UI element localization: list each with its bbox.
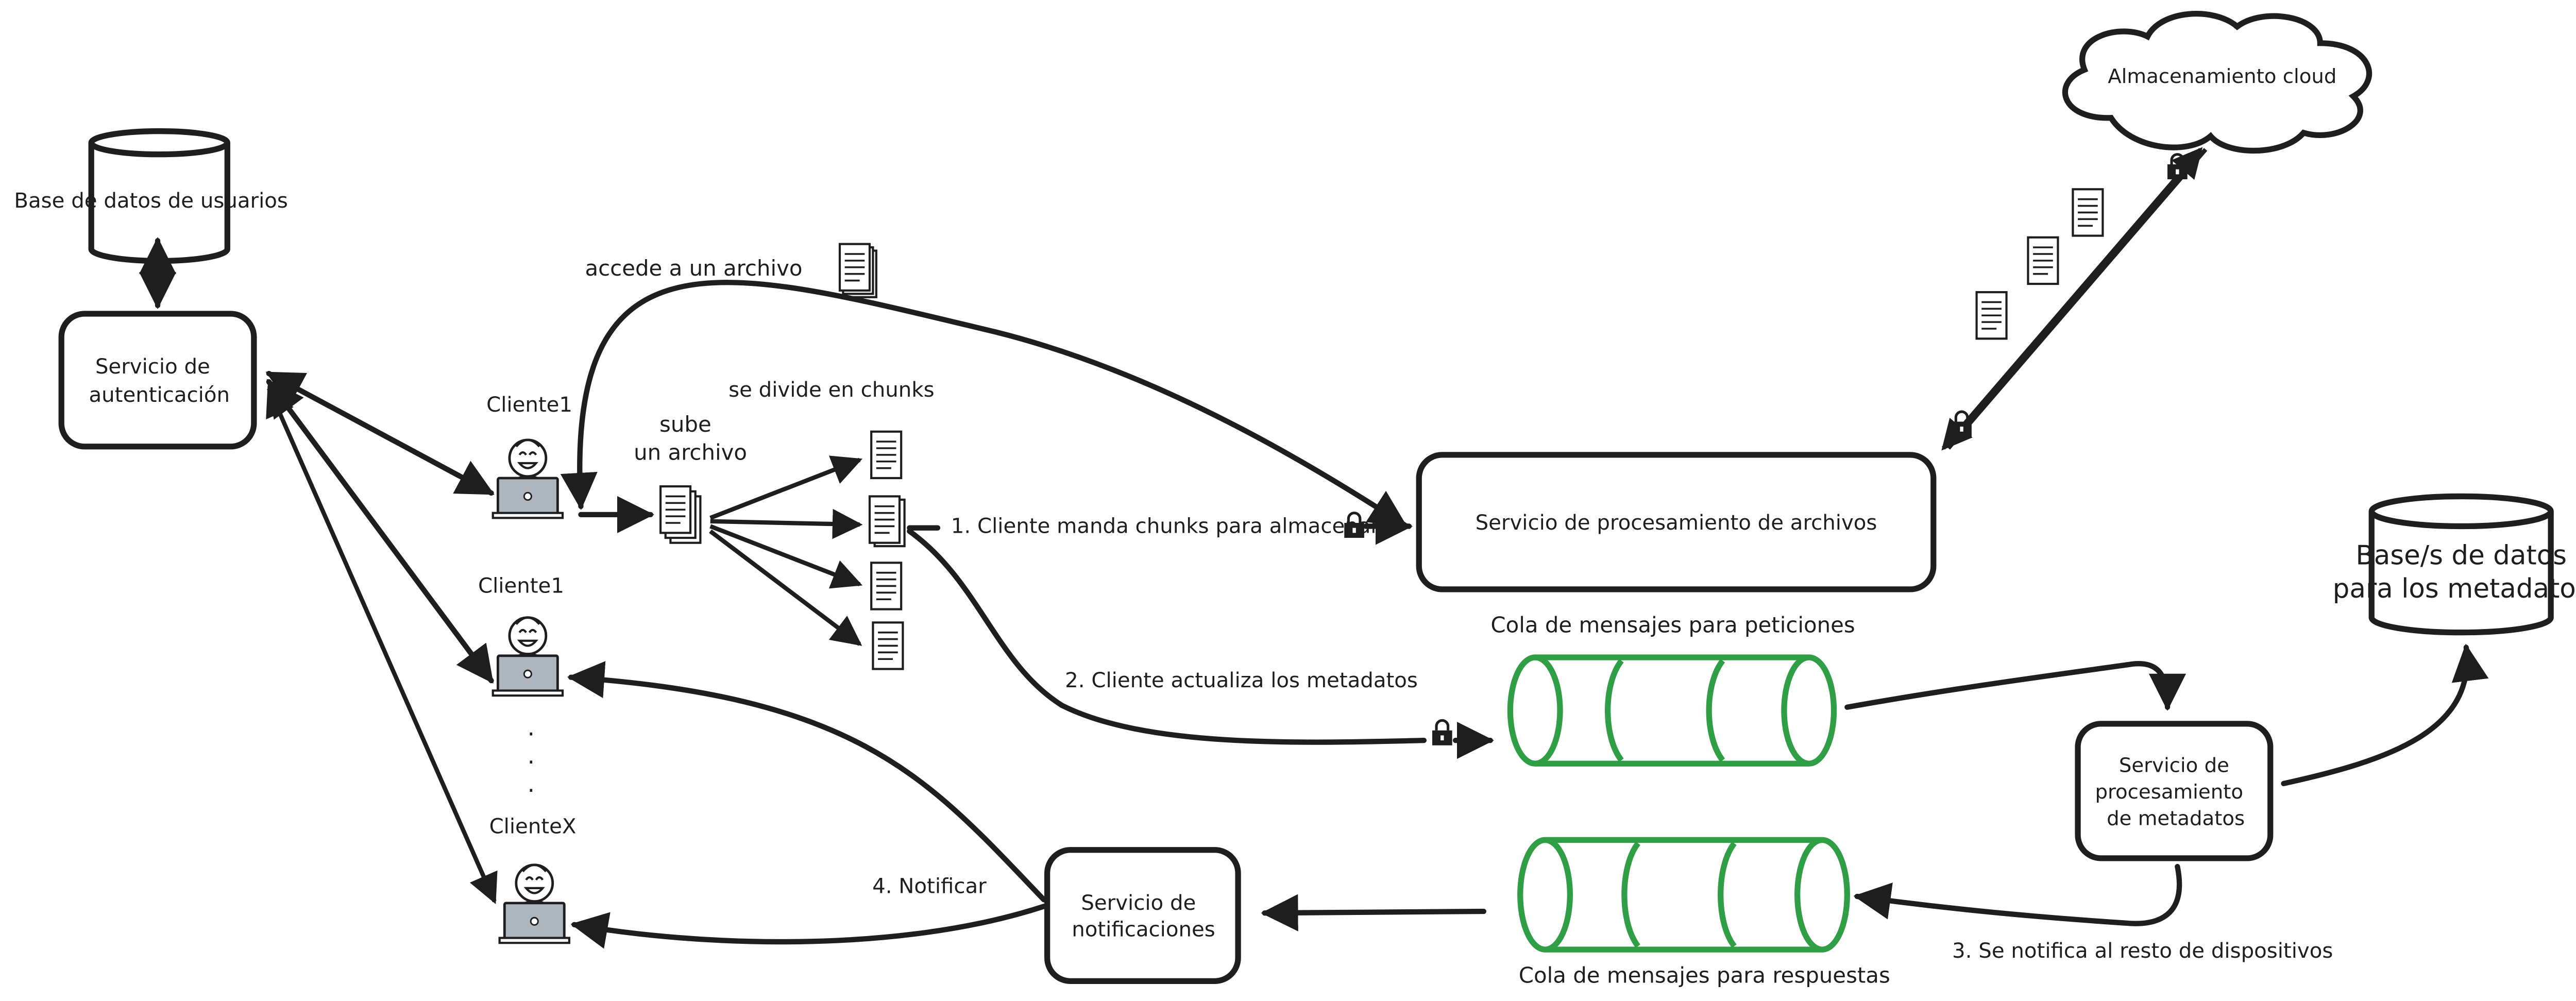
cloud-icon [2062, 11, 2372, 154]
lock-icon [1432, 720, 1452, 745]
responses-queue [1517, 837, 1850, 953]
client-1-label: Cliente1 [486, 393, 572, 417]
step1-label: 1. Cliente manda chunks para almacenar [951, 514, 1380, 538]
lock-icon [2167, 155, 2188, 179]
step2-label: 2. Cliente actualiza los metadatos [1065, 669, 1418, 692]
file-processing-service: Servicio de procesamiento de archivos [1416, 452, 1937, 592]
auth-service-label-2: autenticación [89, 383, 230, 407]
metadata-database-label-2: para los metadatos [2333, 573, 2576, 604]
lock-icon [1952, 412, 1972, 436]
client-x: ClienteX [489, 815, 577, 943]
notification-service-label-1: Servicio de [1081, 891, 1196, 915]
ellipsis-dot-1: · [528, 720, 535, 748]
uploaded-file-stack [660, 486, 700, 543]
ellipsis-dot-2: · [528, 749, 535, 776]
requests-queue-label: Cola de mensajes para peticiones [1490, 613, 1855, 638]
ellipsis-dot-3: · [528, 777, 535, 804]
cloud-label: Almacenamiento cloud [2108, 65, 2336, 88]
person-laptop-icon [500, 865, 569, 943]
metadata-database-label-1: Base/s de datos [2355, 540, 2567, 571]
document-icon [2073, 189, 2103, 235]
users-database: Base de datos de usuarios [14, 128, 288, 264]
metadata-database: Base/s de datos para los metadatos [2333, 493, 2576, 636]
users-database-label: Base de datos de usuarios [14, 189, 288, 213]
access-file-docs [840, 244, 876, 297]
responses-queue-label: Cola de mensajes para respuestas [1519, 963, 1890, 988]
client-1: Cliente1 [486, 393, 572, 518]
auth-service: Servicio de autenticación [58, 311, 257, 450]
split-chunks-label: se divide en chunks [728, 378, 934, 402]
cloud-storage: Almacenamiento cloud [2062, 11, 2372, 154]
person-laptop-icon [493, 618, 563, 695]
upload-label-2: un archivo [634, 440, 747, 465]
cloud-chunk-documents [1977, 189, 2103, 338]
metadata-service-label-3: de metadatos [2107, 807, 2245, 830]
notification-service: Servicio de notificaciones [1044, 847, 1241, 984]
document-icon [871, 432, 901, 478]
client-ellipsis: · · · [528, 720, 535, 804]
client-x-label: ClienteX [489, 815, 577, 839]
client-2: Cliente1 [478, 574, 564, 695]
step3-label: 3. Se notifica al resto de dispositivos [1952, 939, 2333, 963]
document-icon [1977, 292, 2007, 338]
requests-queue [1507, 654, 1837, 767]
document-icon [873, 622, 903, 669]
person-laptop-icon [493, 440, 563, 518]
document-icon [660, 486, 690, 533]
document-icon [840, 244, 870, 291]
upload-label-1: sube [659, 412, 711, 437]
client-2-label: Cliente1 [478, 574, 564, 598]
document-icon [2028, 237, 2058, 284]
metadata-service-label-2: procesamiento [2095, 781, 2243, 804]
notification-service-label-2: notificaciones [1072, 918, 1215, 941]
step4-label: 4. Notificar [872, 875, 987, 898]
document-icon [870, 496, 900, 542]
file-processing-service-label: Servicio de procesamiento de archivos [1476, 511, 1877, 535]
access-file-label: accede a un archivo [585, 256, 803, 281]
metadata-processing-service: Servicio de procesamiento de metadatos [2075, 721, 2274, 861]
auth-service-label-1: Servicio de [95, 355, 210, 379]
chunk-documents [870, 432, 905, 669]
document-icon [871, 563, 901, 609]
metadata-service-label-1: Servicio de [2119, 754, 2229, 777]
